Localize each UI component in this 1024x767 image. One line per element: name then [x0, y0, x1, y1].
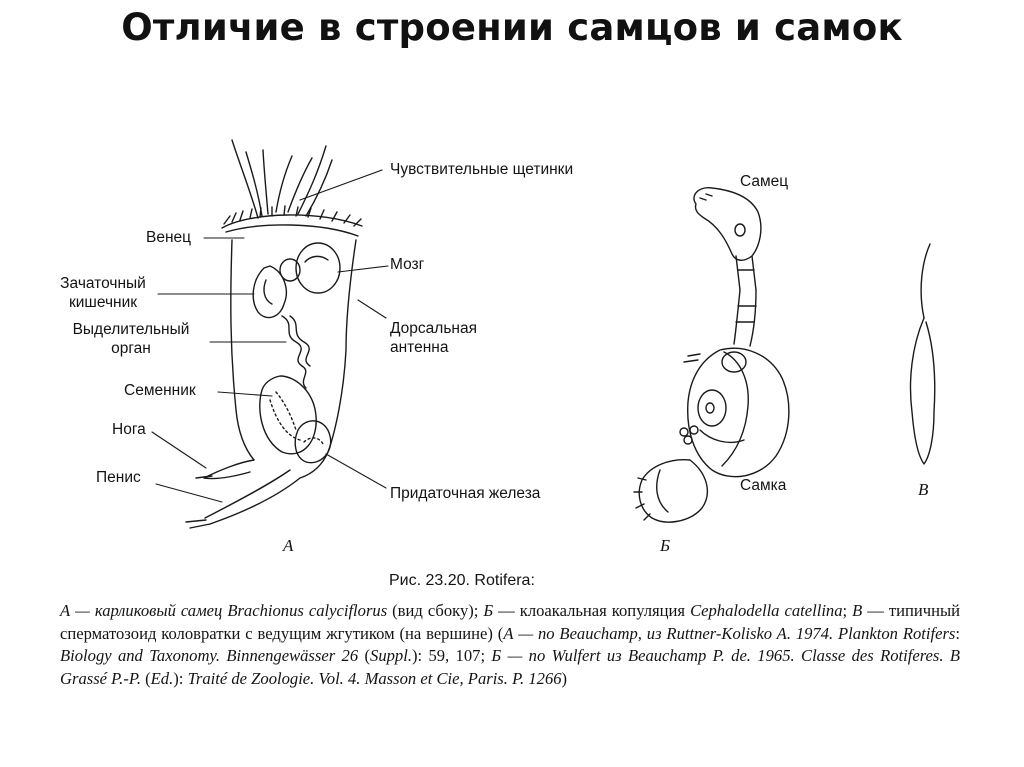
caption-part: ): [173, 668, 188, 688]
label-testis: Семенник [124, 382, 196, 399]
caption-reference: Ed. [150, 668, 174, 688]
caption-part: : [955, 623, 961, 643]
figure-caption: А — карликовый самец Brachionus calycifl… [60, 600, 960, 690]
caption-part: В [852, 601, 863, 620]
male-body-drawing [185, 139, 363, 529]
label-dorsal-antenna-line2: антенна [390, 339, 449, 356]
caption-part: — клоакальная копуляция [493, 601, 691, 620]
label-brain: Мозг [390, 256, 425, 273]
caption-part: А — карликовый самец [60, 601, 228, 620]
caption-part: — типичный сперматозоид коловратки с вед… [60, 601, 960, 643]
label-excretory-organ: Выделительный орган [56, 320, 206, 358]
caption-part: ): 59, 107; [411, 646, 492, 666]
sperm-drawing [909, 243, 936, 465]
leader-lines [151, 169, 389, 503]
caption-reference: Suppl. [370, 646, 412, 666]
label-foot: Нога [112, 421, 146, 438]
caption-species: Brachionus calyciflorus [227, 601, 388, 620]
caption-reference: А — по Beauchamp, из Ruttner-Kolisko A. … [503, 623, 956, 643]
caption-part: Б [483, 601, 494, 620]
slide-title: Отличие в строении самцов и самок [121, 6, 903, 49]
figure-caption-heading: Рис. 23.20. Rotifera: [389, 572, 535, 589]
label-dorsal-antenna-line1: Дорсальная [390, 320, 477, 337]
caption-part: ( [358, 646, 371, 666]
label-accessory-gland: Придаточная железа [390, 485, 541, 502]
panel-letter-a: А [283, 536, 294, 555]
label-corona: Венец [146, 229, 192, 246]
label-penis: Пенис [96, 469, 141, 486]
caption-reference: Traité de Zoologie. Vol. 4. Masson et Ci… [187, 668, 562, 688]
panel-letter-c: В [918, 480, 929, 499]
label-male: Самец [740, 173, 789, 190]
caption-part: ; [842, 601, 853, 620]
caption-part: ) [561, 668, 568, 688]
label-dorsal-antenna: Дорсальная антенна [390, 319, 477, 357]
caption-species: Cephalodella catellina [690, 601, 843, 620]
label-rudimentary-gut-line1: Зачаточный [60, 275, 146, 292]
panel-letter-b: Б [660, 536, 671, 555]
label-rudimentary-gut-line2: кишечник [68, 294, 138, 311]
label-rudimentary-gut: Зачаточный кишечник [46, 274, 160, 312]
caption-part: (вид сбоку); [387, 601, 484, 620]
label-excretory-organ-line2: орган [111, 340, 151, 357]
caption-reference: Б — по Wulfert из Beauchamp P. de. 1965.… [60, 646, 961, 688]
caption-reference: Biology and Taxonomy. Binnengewässer 26 [60, 646, 359, 666]
copulation-drawing [633, 187, 790, 523]
label-female: Самка [740, 477, 787, 494]
label-excretory-organ-line1: Выделительный [72, 321, 190, 338]
caption-part: ( [140, 668, 151, 688]
label-sensory-bristles: Чувствительные щетинки [390, 161, 574, 178]
